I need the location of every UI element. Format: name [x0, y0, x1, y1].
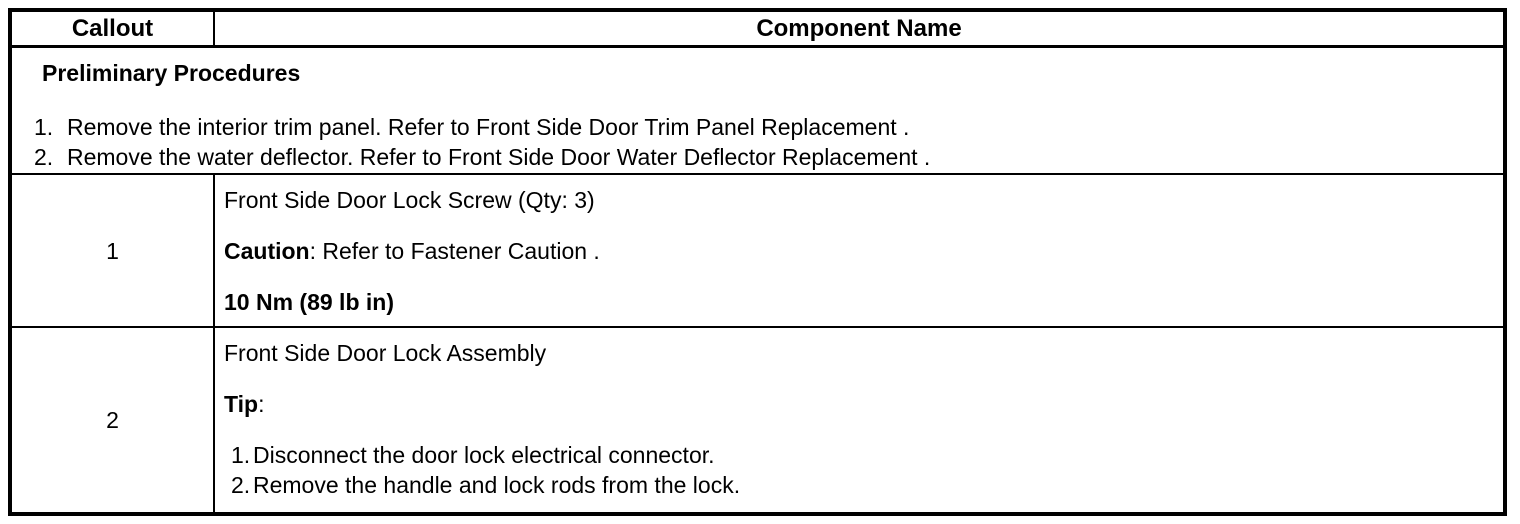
caution-note: Caution: Refer to Fastener Caution .: [224, 236, 1491, 266]
preliminary-steps-list: 1. Remove the interior trim panel. Refer…: [12, 112, 1503, 172]
callout-cell-1: 1: [12, 175, 215, 326]
component-callout-table: Callout Component Name Preliminary Proce…: [8, 8, 1507, 516]
preliminary-procedures-row: Preliminary Procedures 1. Remove the int…: [12, 48, 1503, 175]
preliminary-step: 1. Remove the interior trim panel. Refer…: [12, 112, 1503, 142]
preliminary-procedures-title: Preliminary Procedures: [42, 60, 301, 86]
tip-steps-list: 1. Disconnect the door lock electrical c…: [224, 440, 1491, 500]
table-header-row: Callout Component Name: [12, 12, 1503, 48]
step-text: Remove the water deflector. Refer to Fro…: [67, 144, 931, 170]
step-text: Remove the handle and lock rods from the…: [253, 472, 741, 498]
callout-number: 1: [106, 237, 119, 264]
tip-step: 2. Remove the handle and lock rods from …: [224, 470, 1491, 500]
tip-note: Tip:: [224, 389, 1491, 419]
caution-label: Caution: [224, 238, 310, 264]
component-cell-1: Front Side Door Lock Screw (Qty: 3) Caut…: [215, 175, 1503, 326]
tip-colon: :: [258, 391, 265, 417]
component-name-text: Front Side Door Lock Screw (Qty: 3): [224, 187, 595, 213]
component-name-text: Front Side Door Lock Assembly: [224, 340, 547, 366]
tip-step: 1. Disconnect the door lock electrical c…: [224, 440, 1491, 470]
step-number: 1.: [231, 442, 251, 468]
callout-row-1: 1 Front Side Door Lock Screw (Qty: 3) Ca…: [12, 175, 1503, 328]
callout-number: 2: [106, 407, 119, 433]
header-callout: Callout: [12, 12, 215, 45]
step-text: Disconnect the door lock electrical conn…: [253, 442, 715, 468]
step-number: 2.: [34, 144, 54, 170]
step-number: 2.: [231, 472, 251, 498]
callout-row-2: 2 Front Side Door Lock Assembly Tip: 1. …: [12, 328, 1503, 512]
preliminary-step: 2. Remove the water deflector. Refer to …: [12, 142, 1503, 172]
step-number: 1.: [34, 114, 54, 140]
torque-spec: 10 Nm (89 lb in): [224, 289, 394, 315]
tip-label: Tip: [224, 391, 259, 417]
header-component-name: Component Name: [756, 14, 962, 42]
component-cell-2: Front Side Door Lock Assembly Tip: 1. Di…: [215, 328, 1503, 512]
caution-text: : Refer to Fastener Caution .: [309, 238, 600, 264]
step-text: Remove the interior trim panel. Refer to…: [67, 114, 910, 140]
preliminary-procedures-cell: Preliminary Procedures 1. Remove the int…: [12, 48, 1503, 173]
callout-cell-2: 2: [12, 328, 215, 512]
